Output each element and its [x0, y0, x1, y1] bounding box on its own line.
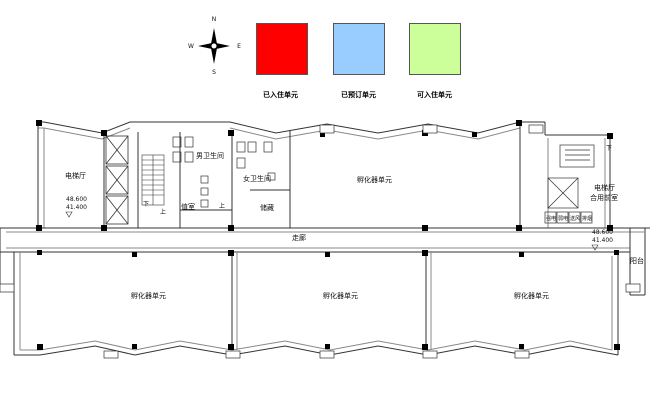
room-label-elevator-hall-right: 电梯厅 [594, 183, 615, 192]
compass-rose-icon: N S W E [188, 16, 241, 76]
elevation-marker-left-icon [65, 211, 73, 218]
north-facade-wall [38, 121, 545, 134]
legend-swatch-occupied [256, 23, 308, 75]
legend-swatch-available [409, 23, 461, 75]
facade-ac-units [0, 124, 641, 359]
right-core [544, 144, 595, 224]
elevation-marker-right-icon [591, 244, 599, 251]
room-label-elevator-hall-left: 电梯厅 [65, 171, 86, 180]
left-stair [141, 154, 165, 206]
stair-up-label-left: 上 [160, 208, 166, 216]
stair-down-label-right: 下 [606, 145, 612, 152]
legend-label-occupied: 已入住单元 [263, 91, 298, 99]
room-label-incubator-southwest: 孵化器单元 [131, 291, 166, 300]
room-label-incubator-southeast: 孵化器单元 [514, 291, 549, 300]
room-label-mens-wc: 男卫生间 [196, 151, 224, 160]
room-label-pantry: 值室 [181, 202, 195, 211]
elevation-right-top: 48.600 [592, 229, 613, 236]
room-label-womens-wc: 女卫生间 [243, 174, 271, 183]
south-facade-wall [14, 345, 619, 356]
elevation-left-top: 48.600 [66, 196, 87, 203]
room-label-incubator-south: 孵化器单元 [323, 291, 358, 300]
room-label-shared-lobby: 合用前室 [590, 193, 618, 202]
legend-label-reserved: 已预订单元 [341, 91, 376, 99]
structural-columns [36, 120, 620, 350]
shaft-label-2: 弱电 [558, 215, 568, 222]
legend-swatch-reserved [333, 23, 385, 75]
compass-west: W [188, 43, 194, 50]
shaft-label-4: 排烟 [582, 215, 592, 222]
legend-label-available: 可入住单元 [417, 91, 452, 99]
compass-north: N [212, 16, 217, 23]
stair-up-label-mid: 上 [219, 202, 225, 210]
room-label-corridor: 走廊 [292, 233, 306, 242]
elevation-left-bottom: 41.400 [66, 204, 87, 211]
room-label-storage: 储藏 [260, 203, 274, 212]
room-label-balcony: 阳台 [630, 256, 644, 265]
stair-down-label-left: 下 [143, 201, 149, 208]
left-elevators [105, 135, 129, 225]
room-label-incubator-north: 孵化器单元 [357, 175, 392, 184]
shaft-label-1: 强电 [546, 215, 556, 222]
compass: N S W E [188, 14, 248, 78]
compass-east: E [237, 43, 241, 50]
toilet-fixtures [172, 136, 276, 208]
shaft-label-3: 送风 [570, 215, 580, 222]
compass-south: S [212, 69, 216, 76]
elevation-right-bottom: 41.400 [592, 237, 613, 244]
